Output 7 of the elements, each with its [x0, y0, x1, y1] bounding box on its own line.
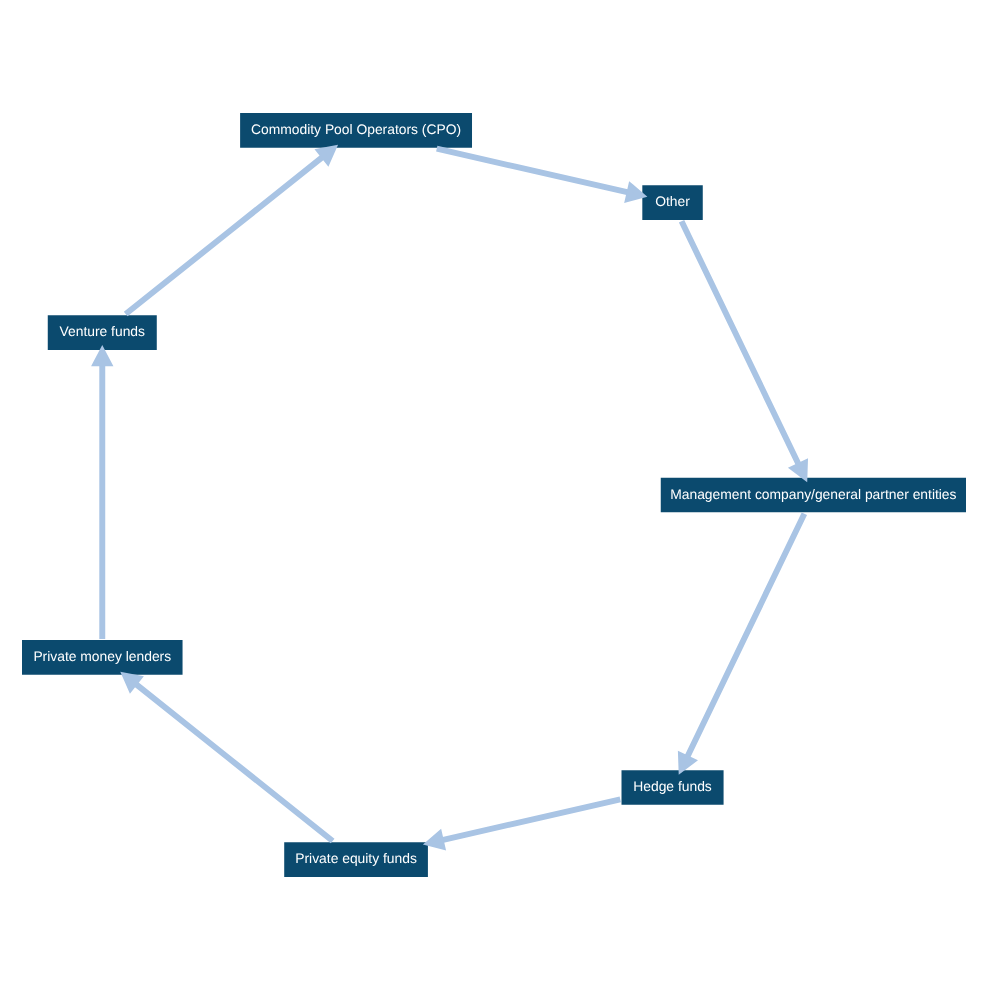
arrow: [436, 144, 648, 202]
arrow: [123, 143, 339, 316]
arrow: [678, 219, 809, 482]
arrow: [677, 511, 808, 774]
arrow: [91, 343, 114, 638]
arrow: [120, 670, 335, 843]
arrow: [422, 795, 621, 850]
